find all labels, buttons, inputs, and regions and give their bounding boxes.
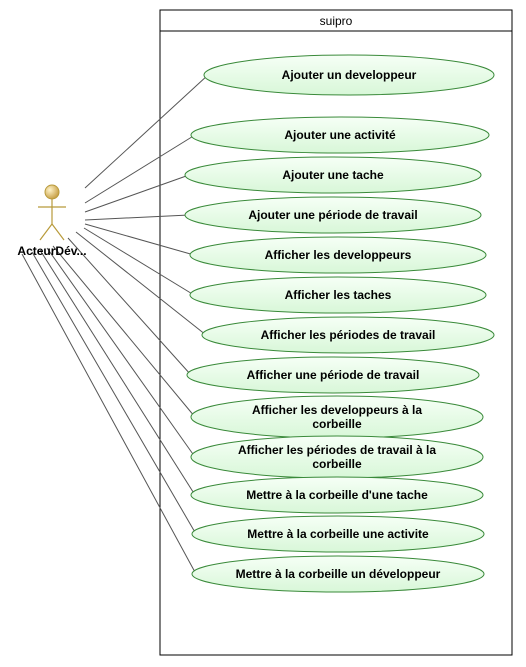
use-case-ellipse (203, 54, 495, 96)
use-case-label: Afficher les developpeurs (265, 248, 412, 262)
use-case-ellipse (189, 276, 487, 314)
association-lines (21, 74, 209, 575)
use-case-label: Mettre à la corbeille un développeur (236, 567, 441, 581)
use-case-label: Afficher une période de travail (247, 368, 420, 382)
use-case-ellipse (191, 515, 485, 553)
actor[interactable]: ActeurDév... (17, 184, 87, 258)
association-line (67, 237, 192, 376)
use-case-ellipse (191, 555, 485, 593)
use-case-ellipse (190, 116, 490, 154)
use-case-ellipse (189, 236, 487, 274)
use-case-label: Afficher les taches (285, 288, 392, 302)
association-line (21, 253, 197, 575)
use-case-uc11[interactable]: Mettre à la corbeille d'une tache (190, 476, 484, 514)
use-case-uc1[interactable]: Ajouter un developpeur (203, 54, 495, 96)
use-case-ellipse (184, 196, 482, 234)
actor-right-leg (51, 223, 65, 241)
actor-left-leg (39, 223, 53, 241)
use-case-uc6[interactable]: Afficher les taches (189, 276, 487, 314)
use-case-label: Mettre à la corbeille d'une tache (246, 488, 428, 502)
association-line (84, 74, 209, 189)
use-case-ellipse (201, 316, 495, 354)
actor-label: ActeurDév... (17, 244, 86, 258)
use-case-uc7[interactable]: Afficher les périodes de travail (201, 316, 495, 354)
association-line (46, 247, 196, 458)
use-case-uc3[interactable]: Ajouter une tache (184, 156, 482, 194)
use-case-ellipse (186, 356, 480, 394)
use-case-label: corbeille (312, 417, 362, 431)
use-case-uc4[interactable]: Ajouter une période de travail (184, 196, 482, 234)
association-line (84, 223, 195, 256)
association-line (84, 134, 196, 204)
association-line (83, 227, 195, 296)
use-case-uc2[interactable]: Ajouter une activité (190, 116, 490, 154)
use-case-label: Mettre à la corbeille une activite (247, 527, 429, 541)
use-case-ellipse (184, 156, 482, 194)
use-case-uc8[interactable]: Afficher une période de travail (186, 356, 480, 394)
use-case-uc10[interactable]: Afficher les périodes de travail à lacor… (190, 435, 484, 479)
use-case-ellipse (190, 476, 484, 514)
use-case-uc5[interactable]: Afficher les developpeurs (189, 236, 487, 274)
actor-head-icon (44, 184, 60, 200)
association-line (31, 251, 197, 535)
association-line (84, 174, 190, 213)
use-case-label: corbeille (312, 457, 362, 471)
use-case-label: Ajouter une activité (284, 128, 396, 142)
use-case-label: Afficher les périodes de travail à la (238, 443, 436, 457)
association-line (84, 214, 190, 221)
association-line (52, 245, 196, 418)
association-line (75, 231, 207, 336)
use-case-label: Ajouter une tache (282, 168, 384, 182)
use-case-uc13[interactable]: Mettre à la corbeille un développeur (191, 555, 485, 593)
system-title: suipro (320, 14, 353, 28)
use-case-label: Afficher les developpeurs à la (252, 403, 422, 417)
use-case-label: Afficher les périodes de travail (261, 328, 436, 342)
use-case-label: Ajouter un developpeur (282, 68, 417, 82)
use-case-label: Ajouter une période de travail (248, 208, 417, 222)
association-line (39, 249, 196, 496)
use-case-uc12[interactable]: Mettre à la corbeille une activite (191, 515, 485, 553)
